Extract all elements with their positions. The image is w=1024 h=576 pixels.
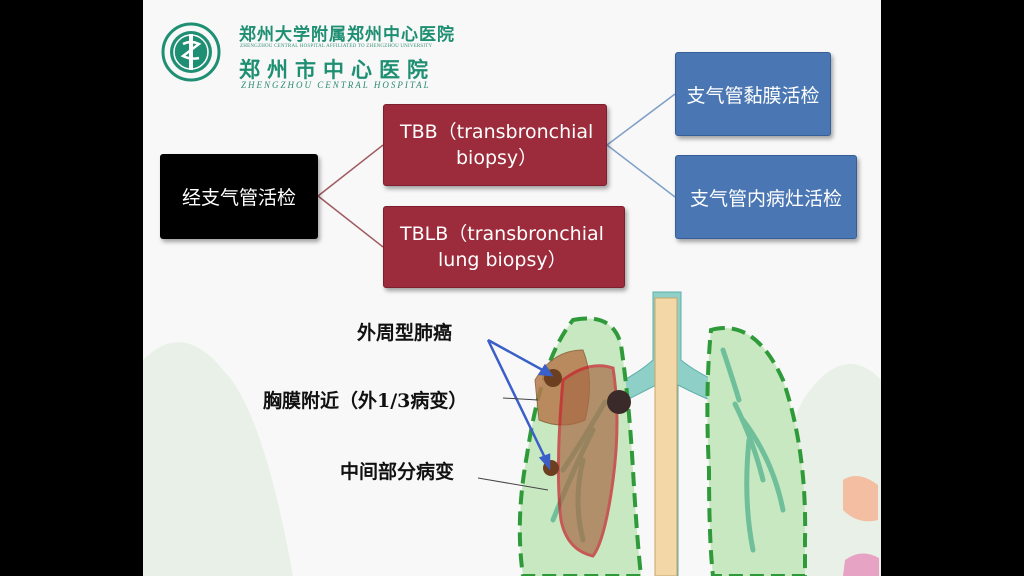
lung-illustration	[477, 291, 808, 576]
node-tbb-line1: TBB（transbronchial	[400, 121, 594, 143]
node-lesion-label: 支气管内病灶活检	[689, 187, 842, 210]
label-leader-lines	[477, 397, 549, 491]
node-endobronchial-lesion-biopsy: 支气管内病灶活检	[675, 155, 857, 239]
label-peripheral-lung-cancer: 外周型肺癌	[357, 322, 453, 344]
hospital-name-en-affiliated: ZHENGZHOU CENTRAL HOSPITAL AFFILIATED TO…	[240, 44, 433, 49]
node-tbb-line2: biopsy）	[456, 147, 538, 169]
slide: 郑州大学附属郑州中心医院 ZHENGZHOU CENTRAL HOSPITAL …	[143, 0, 881, 576]
label-near-pleura: 胸膜附近（外1/3病变）	[263, 390, 468, 412]
node-tblb: TBLB（transbronchial lung biopsy）	[383, 206, 625, 288]
node-transbronchial-biopsy-root: 经支气管活检	[160, 154, 318, 239]
node-tblb-line1: TBLB（transbronchial	[400, 223, 604, 245]
esophagus	[654, 297, 678, 576]
middle-lesion-region	[556, 364, 619, 558]
hospital-name-cn-affiliated: 郑州大学附属郑州中心医院	[239, 25, 455, 45]
hospital-seal-icon	[161, 22, 221, 82]
hilar-mass	[607, 390, 631, 414]
node-tbb: TBB（transbronchial biopsy）	[383, 104, 607, 186]
hospital-name-cn: 郑州市中心医院	[239, 57, 435, 82]
hospital-name-en: ZHENGZHOU CENTRAL HOSPITAL	[241, 80, 431, 90]
annotation-arrows	[486, 338, 554, 471]
node-mucosal-label: 支气管黏膜活检	[686, 84, 820, 107]
label-middle-lesion: 中间部分病变	[340, 461, 455, 483]
bronchi-right	[720, 347, 786, 553]
node-root-label: 经支气管活检	[181, 187, 296, 209]
node-mucosal-biopsy: 支气管黏膜活检	[675, 52, 831, 136]
node-tblb-line2: lung biopsy）	[438, 249, 567, 271]
